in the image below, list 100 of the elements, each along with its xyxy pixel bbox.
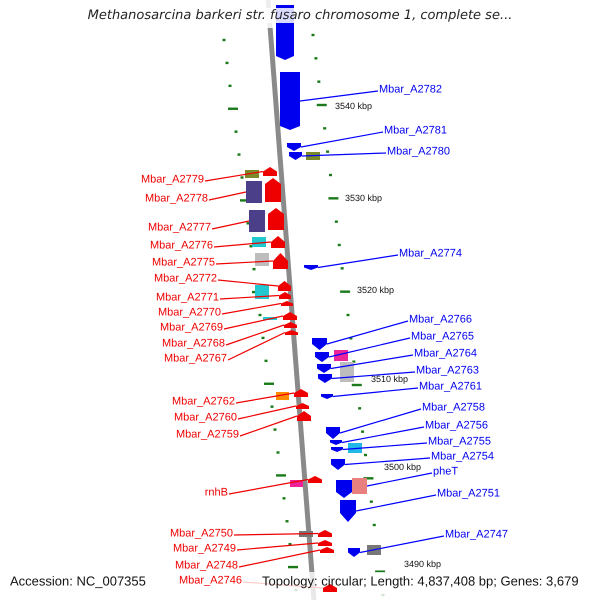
gene-label: Mbar_A2782 bbox=[379, 84, 442, 96]
leader-line bbox=[236, 392, 294, 404]
leader-line bbox=[302, 152, 386, 157]
gene-feature bbox=[318, 540, 332, 546]
gene-label: Mbar_A2755 bbox=[428, 436, 491, 448]
gene-feature bbox=[315, 352, 329, 362]
gene-feature bbox=[280, 72, 300, 130]
leader-line bbox=[330, 354, 414, 370]
leader-line bbox=[218, 279, 278, 287]
gene-label: Mbar_A2770 bbox=[158, 306, 221, 320]
gene-label: Mbar_A2769 bbox=[160, 322, 223, 334]
leader-line bbox=[360, 535, 444, 554]
leader-line bbox=[342, 442, 428, 450]
gene-label: Mbar_A2776 bbox=[150, 240, 213, 252]
gene-feature bbox=[278, 281, 291, 291]
gene-feature bbox=[318, 374, 332, 383]
gene-label: Mbar_A2759 bbox=[176, 428, 239, 442]
gene-feature bbox=[340, 500, 356, 522]
leader-line bbox=[332, 387, 418, 398]
gene-label: Mbar_A2766 bbox=[409, 314, 472, 326]
gene-feature bbox=[271, 236, 285, 248]
gene-feature bbox=[318, 530, 332, 537]
gene-feature bbox=[348, 548, 360, 557]
info-text: Accession: NC_007355 bbox=[10, 574, 146, 588]
leader-line bbox=[238, 549, 320, 568]
leader-line bbox=[340, 408, 422, 434]
gene-label: Mbar_A2762 bbox=[172, 396, 235, 408]
leader-line bbox=[344, 457, 430, 466]
gene-feature bbox=[273, 253, 288, 269]
leader-line bbox=[356, 494, 436, 512]
gene-label: Mbar_A2764 bbox=[414, 348, 477, 360]
gene-label: Mbar_A2748 bbox=[175, 560, 238, 572]
gene-label: Mbar_A2765 bbox=[411, 330, 474, 344]
gene-feature bbox=[249, 210, 265, 232]
gene-feature bbox=[287, 143, 301, 151]
gene-label: Mbar_A2763 bbox=[416, 364, 479, 378]
info-text: Topology: circular; Length: 4,837,408 bp; Genes: 3,679 bbox=[262, 574, 579, 588]
gene-feature bbox=[294, 389, 308, 397]
gene-label: Mbar_A2746 bbox=[179, 574, 242, 588]
leader-line bbox=[228, 332, 286, 361]
gene-label: Mbar_A2775 bbox=[152, 256, 215, 270]
gene-label: Mbar_A2780 bbox=[387, 146, 450, 158]
gene-label: Mbar_A2771 bbox=[156, 292, 219, 304]
leader-line bbox=[208, 191, 246, 201]
gene-label: Mbar_A2761 bbox=[419, 380, 482, 394]
gene-feature bbox=[308, 476, 322, 483]
gene-label: Mbar_A2777 bbox=[148, 222, 211, 234]
gene-feature bbox=[297, 411, 311, 421]
leader-line bbox=[326, 320, 408, 345]
gene-label: rnhB bbox=[204, 486, 228, 500]
leader-line bbox=[342, 426, 424, 444]
gene-feature bbox=[296, 403, 309, 409]
scale-label: 3520 kbp bbox=[357, 285, 394, 295]
gene-label: Mbar_A2774 bbox=[399, 248, 462, 260]
gene-label: Mbar_A2767 bbox=[164, 352, 227, 366]
gene-feature bbox=[352, 478, 367, 494]
gene-label: Mbar_A2749 bbox=[173, 542, 236, 556]
gene-label: Mbar_A2747 bbox=[445, 528, 508, 542]
gene-label: Mbar_A2754 bbox=[431, 450, 494, 464]
leader-line bbox=[220, 294, 280, 300]
gene-label: Mbar_A2756 bbox=[425, 420, 488, 432]
scale-label: 3530 kbp bbox=[345, 193, 382, 203]
leader-line bbox=[300, 131, 384, 148]
leader-line bbox=[318, 254, 398, 268]
gene-feature bbox=[312, 338, 327, 350]
leader-line bbox=[236, 542, 318, 551]
chart-title: Methanosarcina barkeri str. fusaro chromosome 1, complete se... bbox=[88, 8, 512, 23]
scale-label: 3540 kbp bbox=[335, 101, 372, 111]
leader-line bbox=[224, 315, 284, 330]
scale-label: 3500 kbp bbox=[384, 462, 422, 472]
leader-line bbox=[216, 260, 274, 265]
gene-label: Mbar_A2772 bbox=[154, 272, 217, 286]
gene-feature bbox=[281, 301, 293, 306]
leader-line bbox=[300, 90, 378, 102]
leader-line bbox=[366, 472, 432, 487]
gene-feature bbox=[285, 330, 298, 335]
gene-label: Mbar_A2750 bbox=[170, 528, 233, 540]
leader-line bbox=[228, 478, 308, 495]
gene-feature bbox=[246, 181, 262, 203]
gene-feature bbox=[320, 547, 334, 553]
gene-label: Mbar_A2758 bbox=[422, 402, 485, 414]
gene-label: Mbar_A2779 bbox=[141, 174, 204, 186]
leader-line bbox=[222, 302, 282, 315]
leader-line bbox=[234, 532, 318, 536]
scale-label: 3490 kbp bbox=[404, 559, 442, 569]
gene-feature bbox=[317, 364, 331, 373]
leader-line bbox=[226, 324, 284, 346]
leader-line bbox=[328, 337, 410, 358]
gene-label: Mbar_A2781 bbox=[384, 124, 447, 138]
gene-label: Mbar_A2760 bbox=[174, 412, 237, 424]
gene-label: Mbar_A2768 bbox=[162, 338, 225, 350]
gene-feature bbox=[284, 322, 297, 328]
leader-line bbox=[238, 405, 296, 420]
gene-label: pheT bbox=[433, 466, 458, 478]
gene-label: Mbar_A2751 bbox=[437, 488, 500, 500]
gene-feature bbox=[331, 459, 345, 470]
leader-line bbox=[214, 241, 272, 248]
scale-label: 3510 kbp bbox=[371, 374, 408, 384]
leader-line bbox=[212, 220, 250, 230]
gene-feature bbox=[331, 447, 343, 452]
